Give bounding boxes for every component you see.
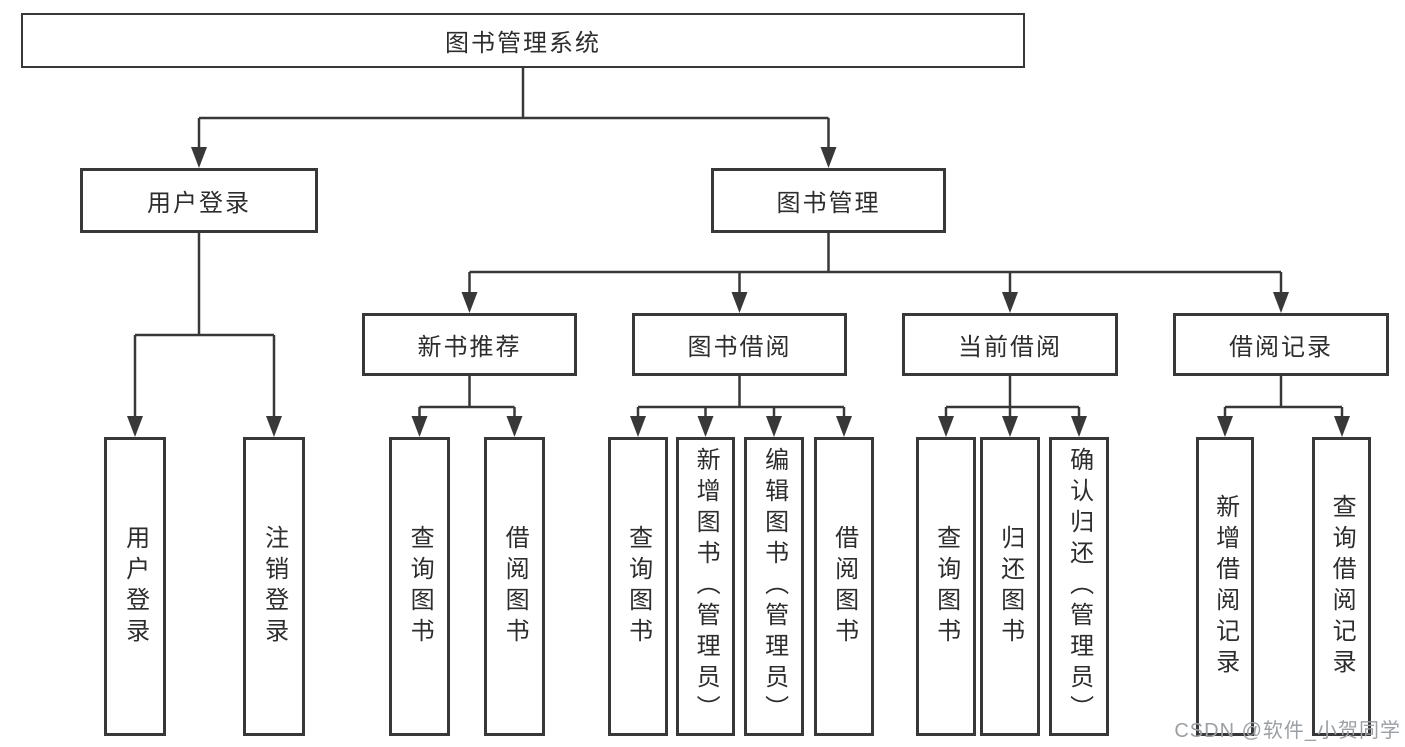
node-label: 查询借阅记录: [1328, 493, 1356, 680]
node-label: 编辑图书（管理员）: [760, 447, 788, 726]
node-label: 确认归还（管理员）: [1065, 447, 1093, 726]
node-label: 查询图书: [624, 524, 652, 649]
node-label: 注销登录: [260, 524, 288, 649]
node-user-login: 用户登录: [80, 168, 318, 233]
node-label: 查询图书: [406, 524, 434, 649]
leaf-add-borrow-record: 新增借阅记录: [1196, 437, 1254, 736]
leaf-logout: 注销登录: [243, 437, 305, 736]
node-label: 用户登录: [147, 190, 251, 217]
node-current-borrow: 当前借阅: [902, 313, 1118, 376]
arrowhead-icons: [127, 147, 1350, 437]
leaf-borrow-books: 借阅图书: [814, 437, 874, 736]
node-borrow-records: 借阅记录: [1173, 313, 1389, 376]
node-label: 当前借阅: [958, 334, 1062, 361]
leaf-return-books: 归还图书: [980, 437, 1040, 736]
node-label: 归还图书: [996, 524, 1024, 649]
leaf-query-books-borrow: 查询图书: [608, 437, 668, 736]
leaf-add-books-admin: 新增图书（管理员）: [676, 437, 735, 736]
node-label: 新书推荐: [417, 334, 522, 361]
leaf-query-borrow-record: 查询借阅记录: [1312, 437, 1371, 736]
node-label: 图书借阅: [687, 334, 792, 361]
leaf-confirm-return-admin: 确认归还（管理员）: [1049, 437, 1109, 736]
node-label: 借阅图书: [501, 524, 529, 649]
node-label: 新增图书（管理员）: [692, 447, 720, 726]
leaf-query-books-current: 查询图书: [916, 437, 976, 736]
csdn-watermark: CSDN @软件_小贺同学: [1174, 720, 1401, 742]
node-label: 借阅图书: [830, 524, 858, 649]
node-label: 新增借阅记录: [1211, 493, 1239, 680]
node-new-book-recommend: 新书推荐: [362, 313, 577, 376]
node-label: 查询图书: [932, 524, 960, 649]
leaf-edit-books-admin: 编辑图书（管理员）: [744, 437, 804, 736]
node-label: 图书管理: [776, 190, 881, 217]
leaf-query-books-recommend: 查询图书: [389, 437, 450, 736]
node-label: 用户登录: [121, 524, 149, 649]
leaf-user-login: 用户登录: [104, 437, 166, 736]
node-book-management: 图书管理: [711, 168, 946, 233]
node-root-system: 图书管理系统: [21, 13, 1025, 68]
node-book-borrow: 图书借阅: [632, 313, 847, 376]
node-label: 图书管理系统: [445, 30, 601, 57]
leaf-borrow-books-recommend: 借阅图书: [484, 437, 545, 736]
node-label: 借阅记录: [1229, 334, 1333, 361]
